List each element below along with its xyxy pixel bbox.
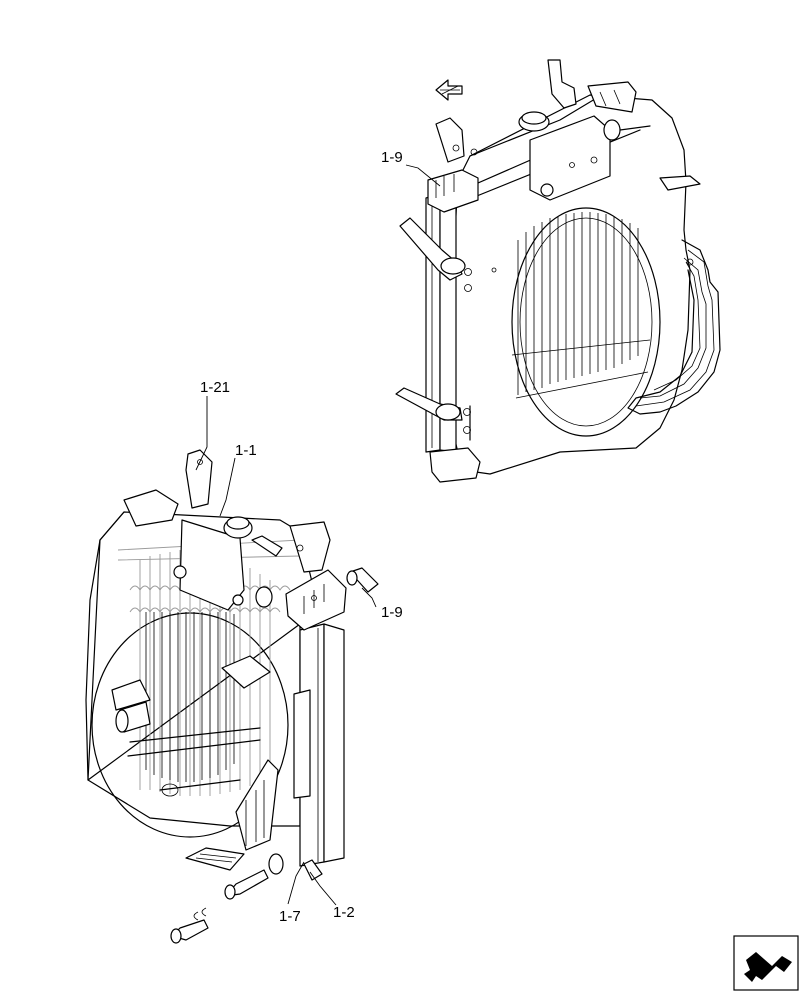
radiator-assembly-front-view <box>85 449 379 944</box>
radiator-assembly-rear-view <box>395 59 721 483</box>
side-fan-guard <box>627 239 721 415</box>
radiator-cap <box>518 111 550 132</box>
fan-shroud-ring <box>511 207 661 437</box>
callout-1-7: 1-7 <box>279 908 301 925</box>
view-direction-arrow-icon <box>435 79 463 101</box>
callout-1-9-top: 1-9 <box>381 149 403 166</box>
callout-1-2: 1-2 <box>333 904 355 921</box>
top-bracket-plate <box>529 115 611 201</box>
radiator-tank-column <box>425 169 481 483</box>
callout-leaders <box>195 164 441 906</box>
navigation-arrow-icon[interactable] <box>733 935 799 991</box>
radiator-core-fins <box>511 212 651 399</box>
callout-1-1: 1-1 <box>235 442 257 459</box>
callout-1-9-bottom: 1-9 <box>381 604 403 621</box>
radiator-tank-column-front <box>293 623 345 867</box>
callout-1-21: 1-21 <box>200 379 230 396</box>
radiator-cap-front <box>223 516 253 539</box>
top-bracket-plate-front <box>173 519 245 611</box>
